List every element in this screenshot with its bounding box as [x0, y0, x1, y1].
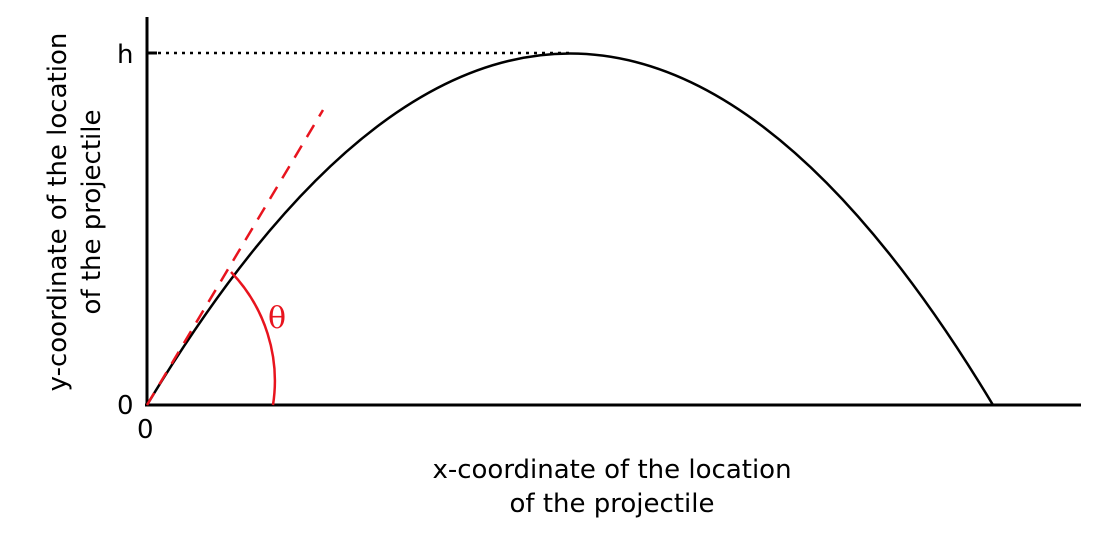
- y-axis-label: y-coordinate of the location of the proj…: [43, 33, 107, 392]
- y-axis-label-line1: y-coordinate of the location: [43, 33, 73, 392]
- x-axis-label-line1: x-coordinate of the location: [432, 455, 791, 485]
- angle-label: θ: [268, 301, 286, 336]
- trajectory-curve: [145, 52, 995, 406]
- y-axis-label-line2: of the projectile: [77, 110, 107, 315]
- launch-tangent-line: [145, 109, 325, 406]
- x-origin-label: 0: [137, 415, 154, 445]
- x-axis-label-line2: of the projectile: [510, 489, 715, 519]
- max-height-label: h: [117, 40, 133, 70]
- launch-angle-arc: [230, 271, 277, 406]
- y-origin-label: 0: [117, 391, 134, 421]
